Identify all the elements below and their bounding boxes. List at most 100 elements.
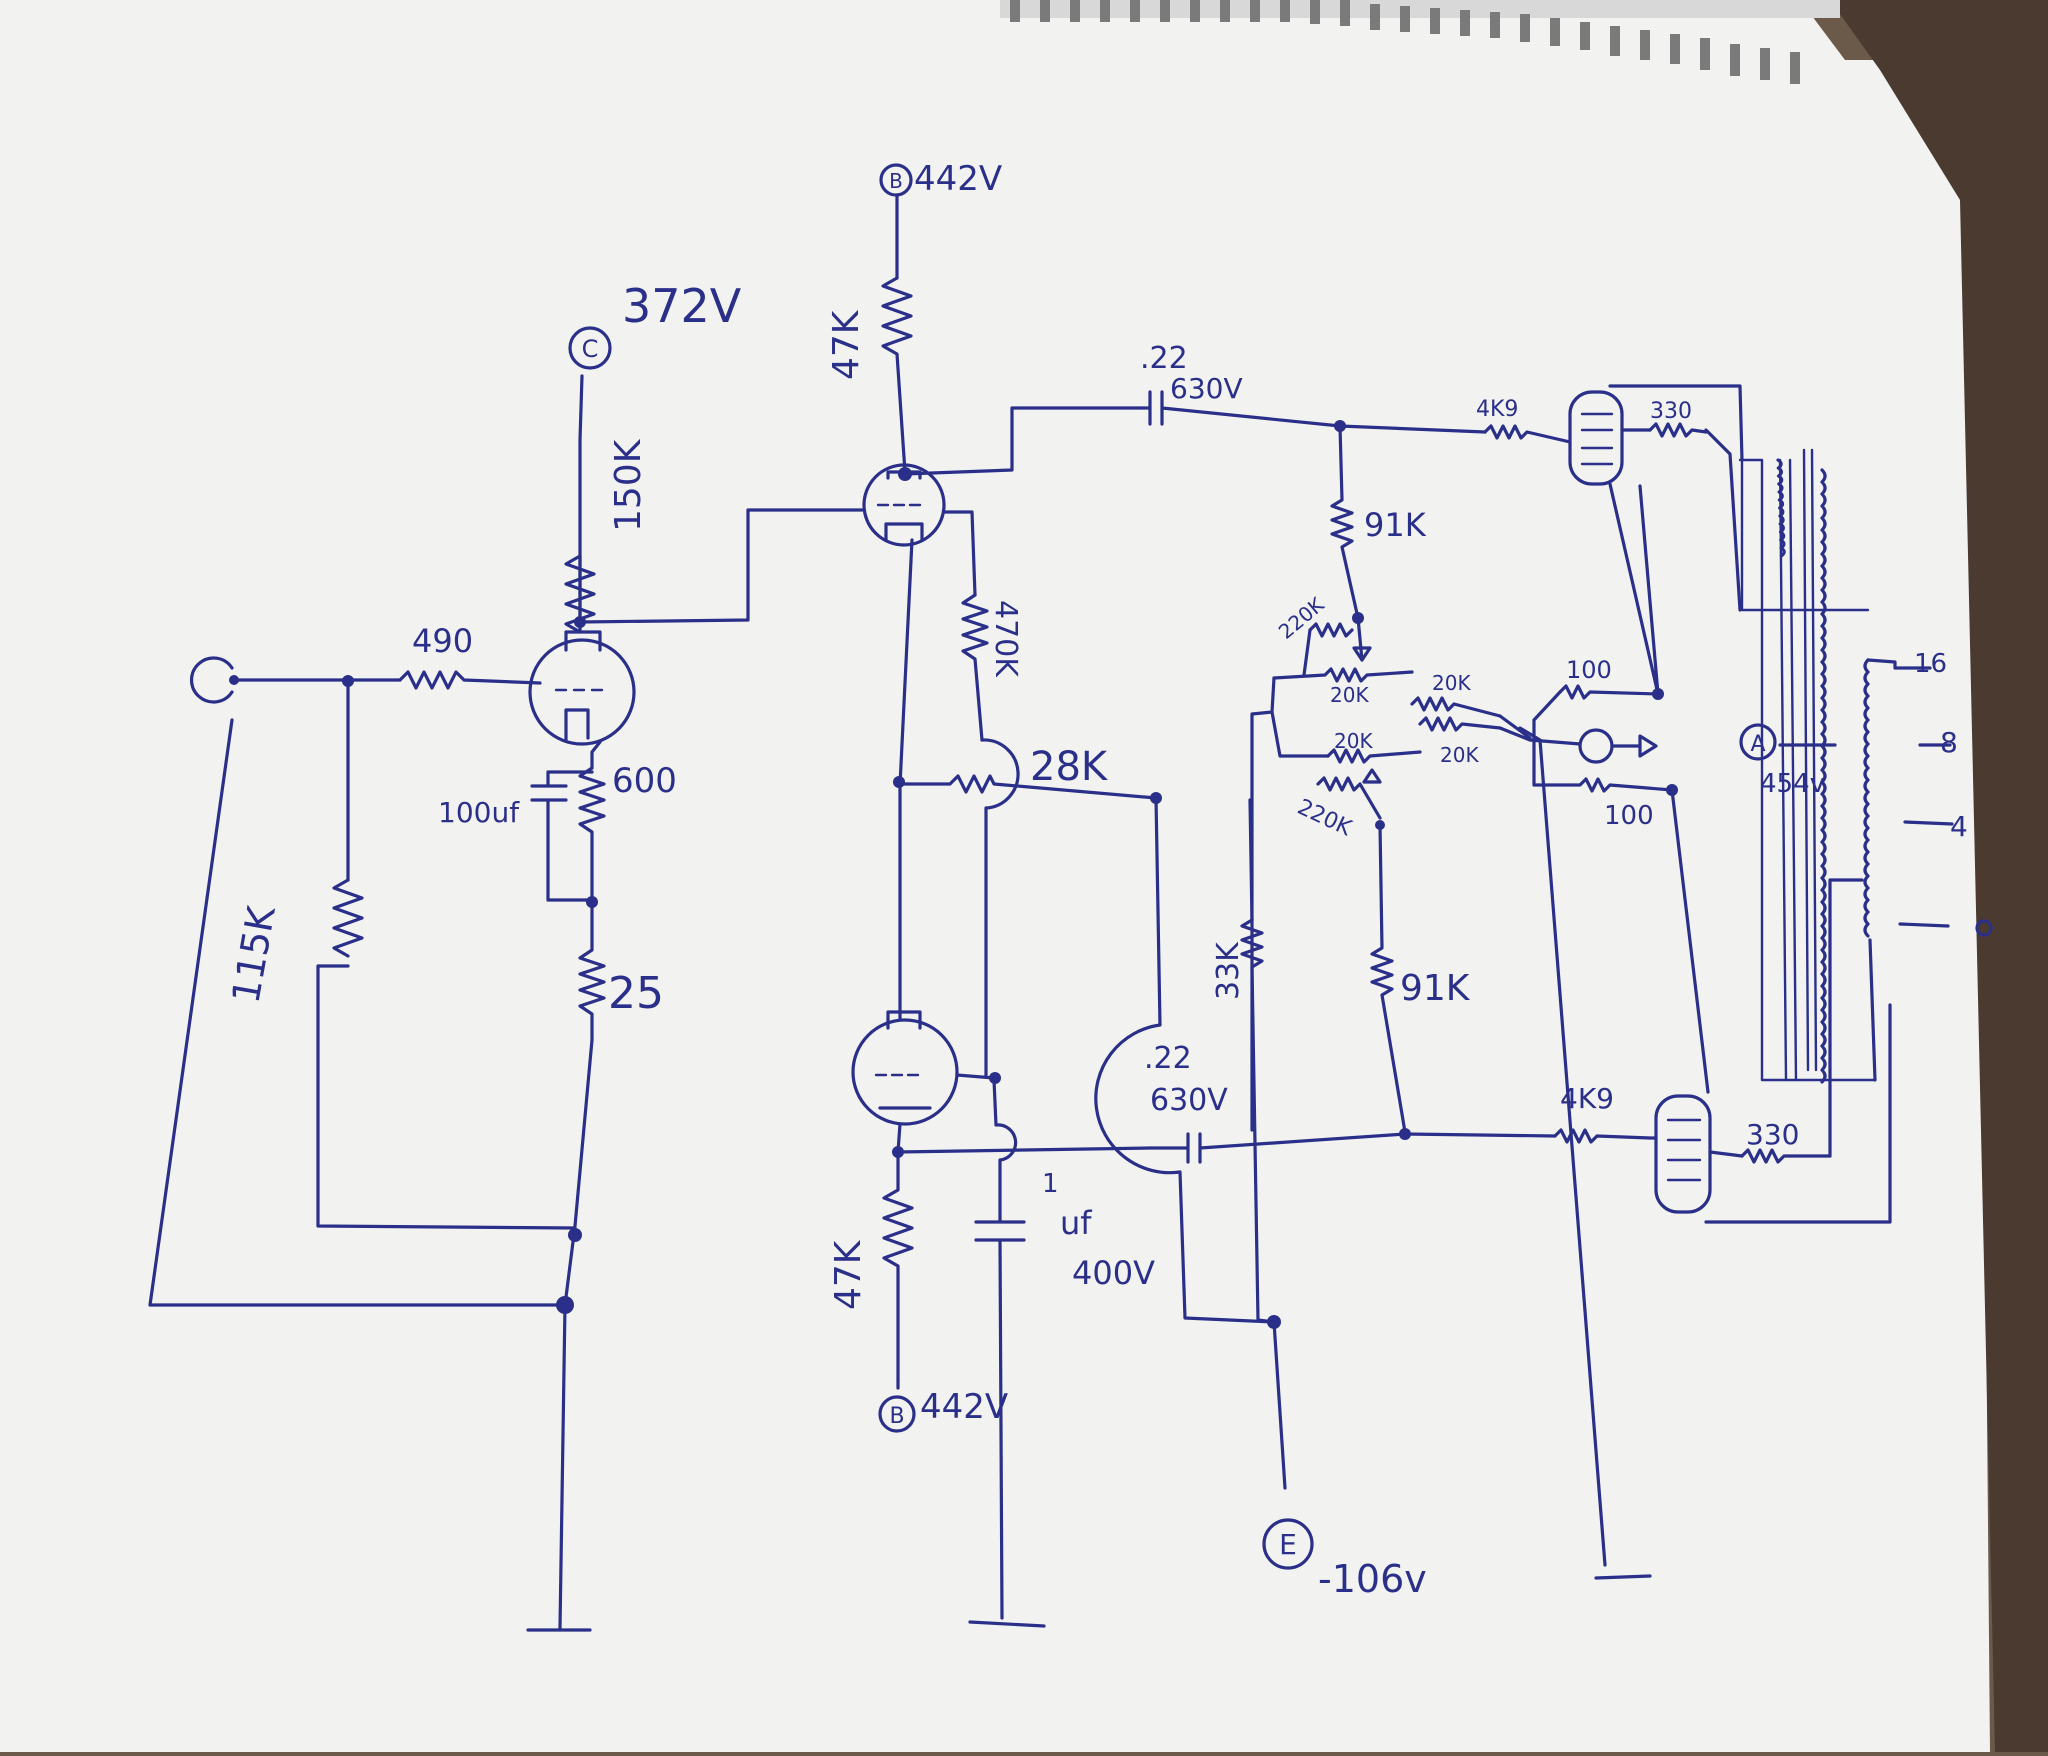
rail-b-bottom-marker: B — [878, 1395, 916, 1433]
background-table — [1830, 0, 2048, 1752]
resistor-470k — [961, 593, 989, 742]
rail-a-voltage: 454v — [1760, 769, 1825, 799]
tap-8-label: 8 — [1940, 726, 1958, 759]
label-022-top-voltage: 630V — [1170, 372, 1243, 405]
wire-220k-top — [1302, 616, 1364, 677]
capacitor-022-bottom — [1148, 1132, 1557, 1164]
rail-a-marker: A — [1739, 723, 1777, 761]
label-33k: 33K — [1211, 941, 1246, 1000]
tube-output-top — [1568, 390, 1624, 486]
label-600: 600 — [612, 761, 677, 801]
label-022-bottom-voltage: 630V — [1150, 1083, 1228, 1118]
label-1uf-unit: uf — [1060, 1204, 1092, 1242]
rail-b-top-marker: B — [879, 163, 913, 197]
ground-right — [1594, 1574, 1652, 1580]
paper-sheet — [0, 0, 1990, 1752]
wire-v1-plate-to-v2 — [578, 508, 864, 624]
label-022-top-value: .22 — [1140, 341, 1188, 376]
resistor-20k-right-top — [1410, 696, 1502, 718]
wire-330-bottom — [1708, 878, 1864, 1158]
label-100-top: 100 — [1566, 656, 1612, 684]
wire-cathode-to-ground — [558, 1038, 594, 1630]
resistor-91k-top — [1330, 424, 1360, 620]
label-1uf-value: 1 — [1042, 1169, 1059, 1199]
rail-c-marker: C — [568, 326, 612, 370]
resistor-600 — [578, 766, 606, 904]
wire-cathode-bus — [896, 1146, 1152, 1154]
wire-100-left — [1532, 690, 1562, 787]
wire-20k-to-meter — [1498, 714, 1532, 742]
label-91k-bottom: 91K — [1400, 968, 1471, 1009]
resistor-4k9-top — [1483, 424, 1572, 444]
resistor-33k — [1240, 918, 1264, 1322]
wire-16ohm-loop — [1094, 796, 1276, 1324]
wire-bias-grid-bottom — [1518, 726, 1607, 1567]
svg-text:B: B — [889, 169, 903, 193]
resistor-220k-top — [1308, 622, 1354, 638]
label-4k9-top: 4K9 — [1476, 397, 1518, 422]
wire-bias-left — [1250, 676, 1330, 1132]
label-91k-top: 91K — [1364, 506, 1427, 544]
label-330-bottom: 330 — [1746, 1118, 1799, 1151]
label-1uf-voltage: 400V — [1072, 1254, 1155, 1292]
label-47k-bottom: 47K — [828, 1239, 869, 1310]
resistor-100-top — [1558, 684, 1660, 700]
wire-v2b-grid — [955, 1073, 996, 1080]
rail-e-voltage: -106v — [1318, 1557, 1427, 1601]
resistor-47k-top — [881, 276, 913, 474]
wire-to-4k9-top — [1338, 424, 1487, 434]
resistor-20k-right-bottom — [1418, 716, 1502, 732]
wire-v2-grid-470k — [942, 510, 977, 597]
capacitor-022-top — [1138, 390, 1342, 428]
pot-20k-top — [1272, 667, 1414, 683]
label-pot-20k-bottom: 20K — [1334, 729, 1373, 753]
capacitor-1uf — [974, 1078, 1026, 1620]
label-100uf: 100uf — [438, 796, 520, 829]
tube-output-bottom — [1654, 1094, 1712, 1214]
tap-0-terminal — [1975, 919, 1993, 937]
resistor-47k-bottom — [882, 1150, 914, 1382]
wire-v1-cathode — [590, 740, 602, 770]
spiral-binding — [1000, 0, 1840, 84]
rail-b-bottom-voltage: 442V — [920, 1387, 1008, 1427]
label-20k-right-top: 20K — [1432, 671, 1471, 695]
capacitor-100uf — [530, 770, 594, 902]
label-100-bottom: 100 — [1604, 801, 1654, 831]
resistor-100-bottom — [1558, 777, 1674, 793]
tube-v1-input — [528, 630, 636, 746]
resistor-28k — [897, 774, 1158, 800]
rail-b-top-voltage: 442V — [914, 159, 1002, 199]
wire-28k-hump — [980, 738, 1020, 1077]
label-490: 490 — [412, 622, 473, 660]
resistor-330-top — [1648, 422, 1708, 438]
meter-symbol — [1578, 728, 1658, 764]
label-022-bottom-value: .22 — [1144, 1041, 1192, 1076]
svg-text:A: A — [1750, 732, 1765, 757]
output-transformer — [1738, 448, 1954, 1084]
pot-20k-bottom — [1326, 748, 1422, 764]
pot-20k-bottom-wiper — [1362, 768, 1382, 784]
resistor-220k-bottom — [1316, 776, 1382, 820]
resistor-150k — [564, 438, 596, 634]
svg-text:E: E — [1279, 1528, 1297, 1561]
wire-output-top — [1608, 384, 1744, 696]
input-ground-loop — [148, 718, 567, 1307]
tap-16-label: 16 — [1914, 649, 1947, 679]
label-150k: 150K — [608, 438, 649, 532]
label-4k9-bottom: 4K9 — [1560, 1082, 1614, 1115]
label-47k-top: 47K — [826, 309, 867, 380]
label-470k: 470K — [988, 600, 1023, 678]
rail-c-voltage: 372V — [622, 279, 742, 333]
input-resistor-490 — [398, 670, 542, 690]
tap-4-label: 4 — [1950, 810, 1968, 843]
resistor-330-bottom — [1740, 1148, 1832, 1164]
svg-text:C: C — [582, 335, 599, 363]
label-25: 25 — [608, 968, 664, 1019]
resistor-91k-bottom — [1370, 823, 1407, 1134]
rail-e-marker: E — [1262, 1518, 1314, 1570]
wire-output-bottom — [1648, 788, 1892, 1224]
label-330-top: 330 — [1650, 399, 1692, 424]
ground-middle — [968, 1620, 1046, 1628]
